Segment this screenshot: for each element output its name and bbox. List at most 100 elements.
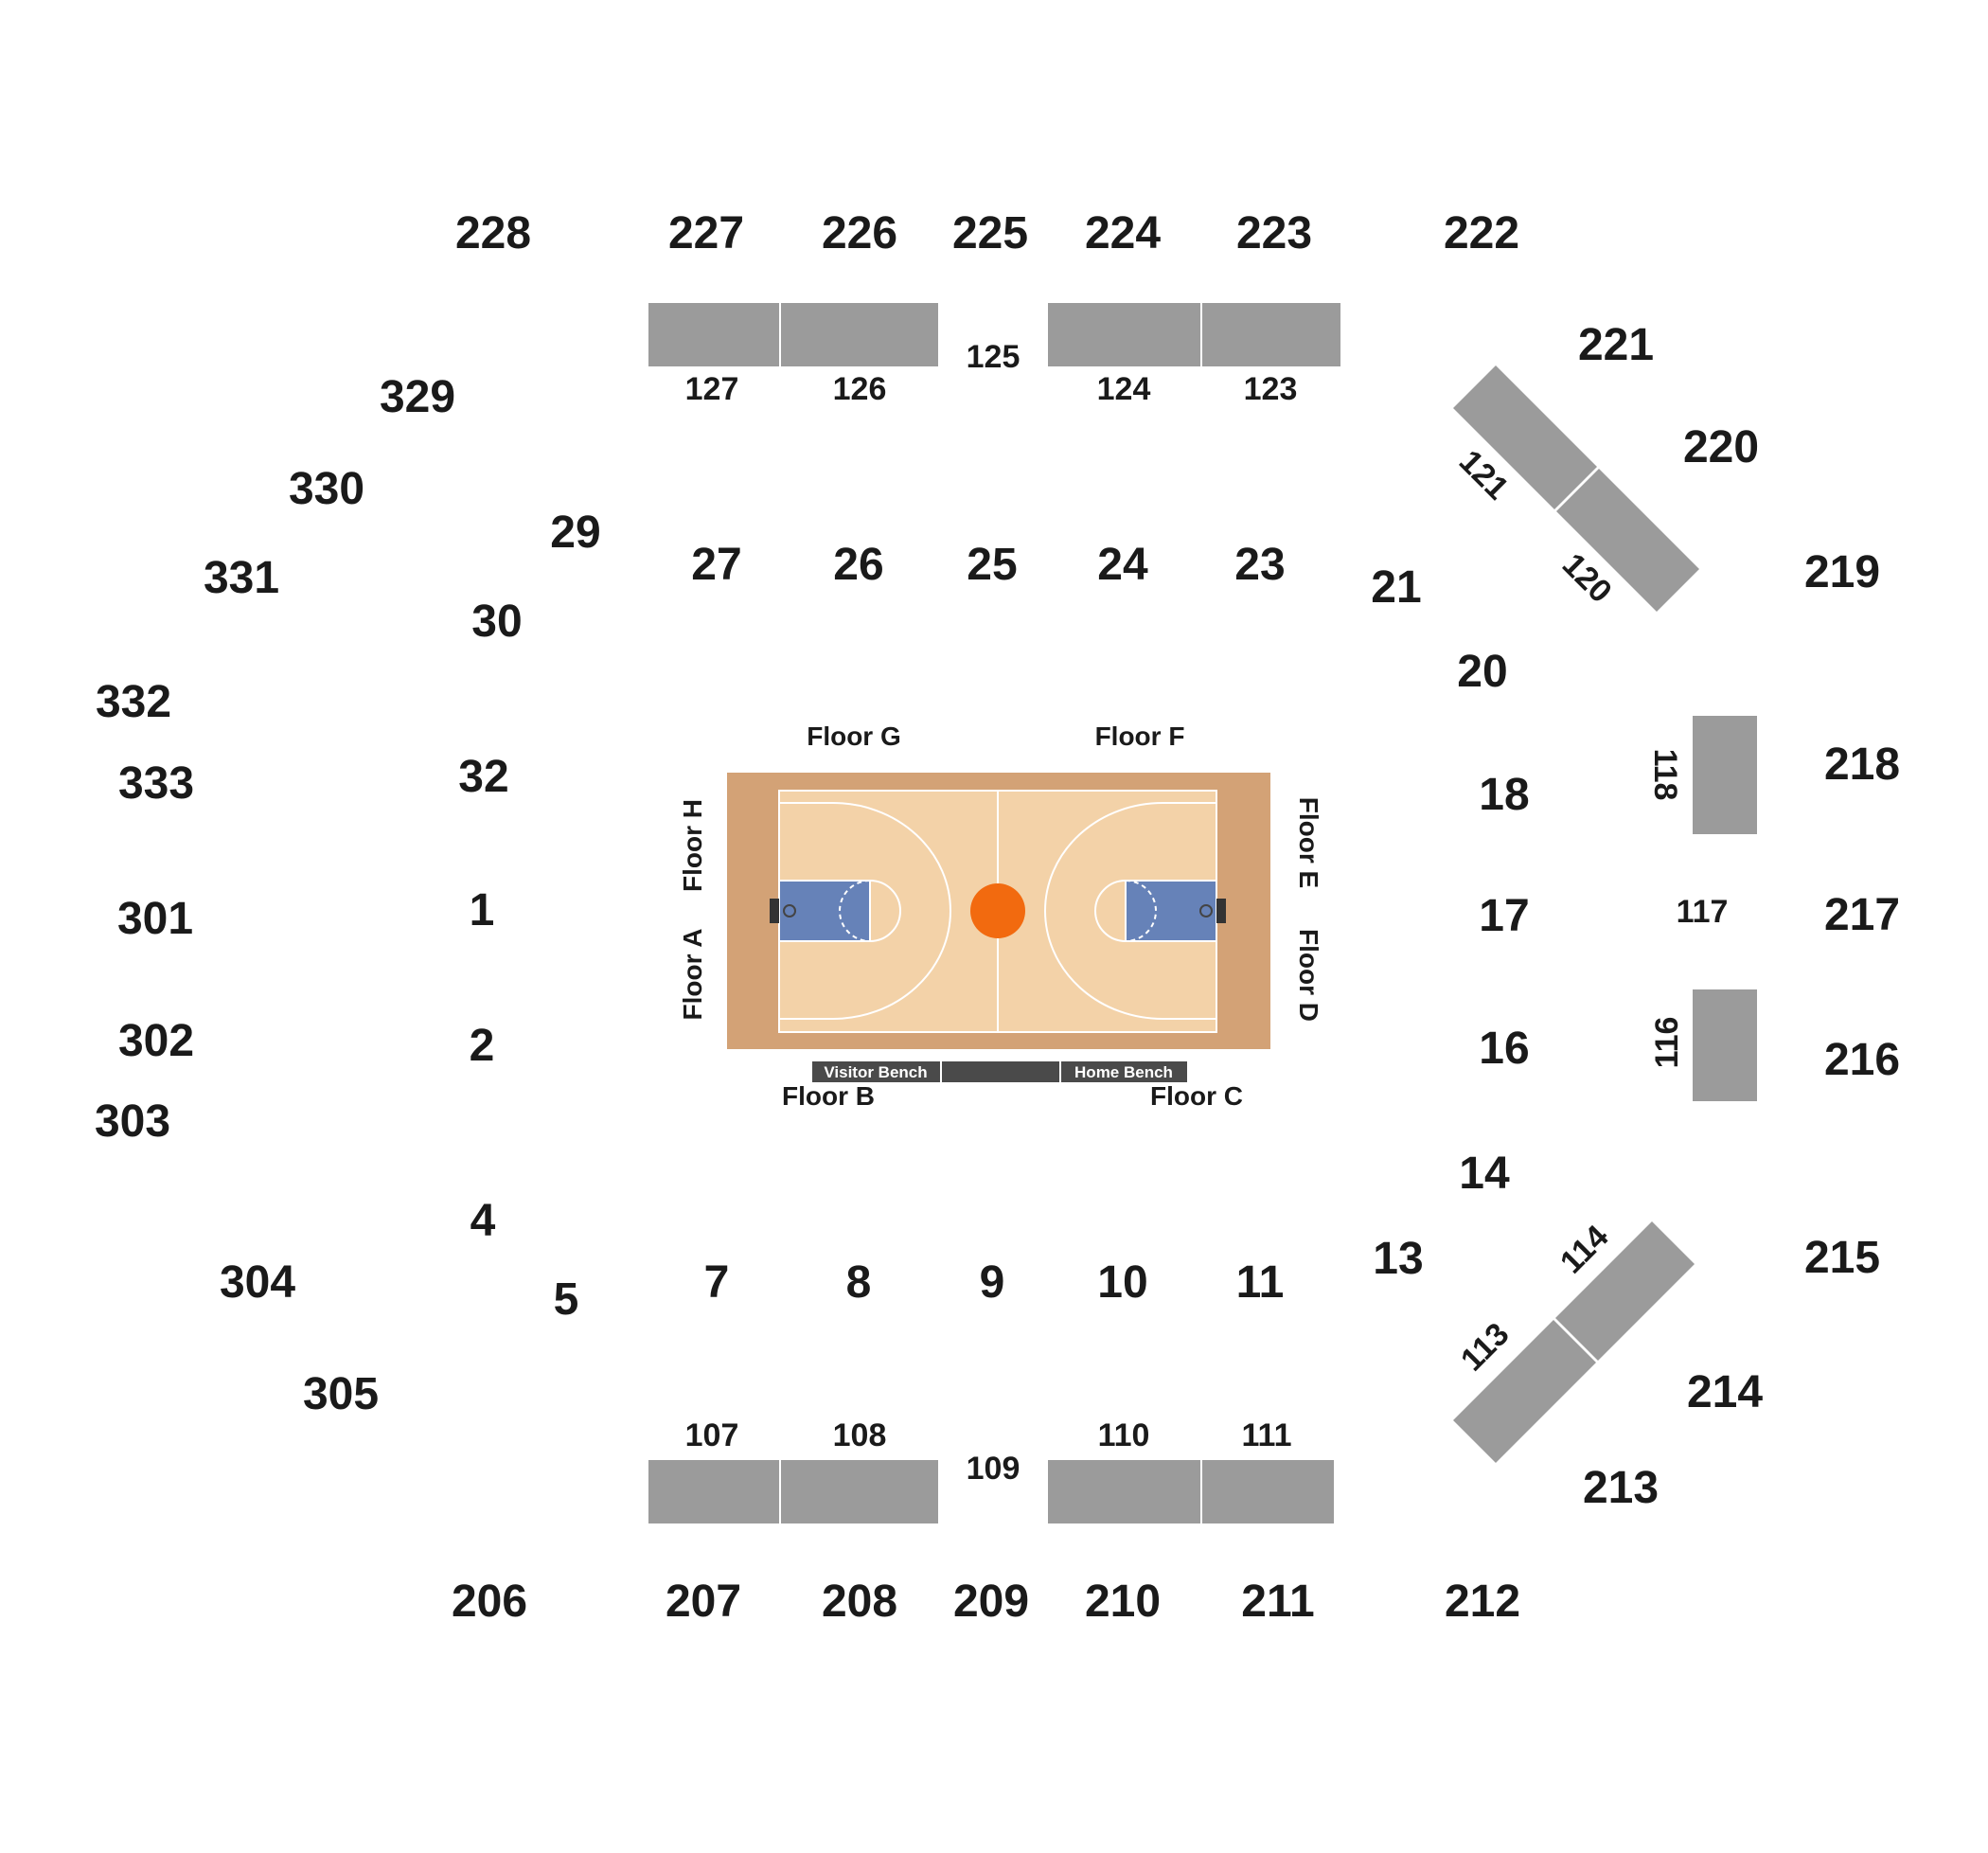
section-332[interactable]: 332	[96, 677, 171, 727]
section-11[interactable]: 11	[1236, 1257, 1285, 1308]
section-213[interactable]: 213	[1583, 1463, 1659, 1513]
section-218[interactable]: 218	[1824, 739, 1900, 790]
section-224[interactable]: 224	[1085, 208, 1161, 258]
section-123[interactable]: 123	[1244, 371, 1298, 407]
section-228[interactable]: 228	[455, 208, 531, 258]
section-215[interactable]: 215	[1804, 1233, 1880, 1283]
section-17[interactable]: 17	[1479, 891, 1529, 941]
section-24[interactable]: 24	[1097, 540, 1148, 590]
floor-h-label[interactable]: Floor H	[678, 799, 707, 892]
section-331[interactable]: 331	[204, 553, 279, 603]
block-123[interactable]	[1202, 303, 1340, 366]
section-25[interactable]: 25	[967, 540, 1017, 590]
block-114[interactable]	[1555, 1221, 1695, 1361]
floor-f-label[interactable]: Floor F	[1095, 722, 1185, 751]
section-226[interactable]: 226	[822, 208, 897, 258]
section-20[interactable]: 20	[1457, 647, 1507, 697]
block-118[interactable]	[1693, 716, 1757, 834]
floor-e-label[interactable]: Floor E	[1294, 797, 1323, 888]
section-211[interactable]: 211	[1241, 1577, 1314, 1627]
section-27[interactable]: 27	[691, 540, 741, 590]
section-14[interactable]: 14	[1459, 1149, 1510, 1199]
block-108[interactable]	[781, 1460, 938, 1523]
section-220[interactable]: 220	[1683, 422, 1759, 472]
section-117[interactable]: 117	[1677, 894, 1729, 930]
section-225[interactable]: 225	[952, 208, 1028, 258]
section-21[interactable]: 21	[1371, 562, 1421, 613]
section-1[interactable]: 1	[470, 885, 495, 935]
paint-right	[1125, 880, 1217, 942]
section-32[interactable]: 32	[458, 752, 508, 802]
section-18[interactable]: 18	[1479, 770, 1529, 820]
block-120[interactable]	[1556, 469, 1699, 612]
section-111[interactable]: 111	[1242, 1417, 1292, 1453]
block-124[interactable]	[1048, 303, 1200, 366]
section-216[interactable]: 216	[1824, 1035, 1900, 1085]
section-329[interactable]: 329	[380, 372, 455, 422]
section-7[interactable]: 7	[704, 1257, 730, 1308]
benches: Visitor Bench Home Bench	[812, 1061, 1187, 1082]
section-303[interactable]: 303	[95, 1096, 170, 1147]
section-126[interactable]: 126	[833, 371, 887, 407]
block-121[interactable]	[1453, 365, 1597, 509]
section-5[interactable]: 5	[554, 1274, 579, 1325]
floor-g-label[interactable]: Floor G	[807, 722, 901, 751]
section-222[interactable]: 222	[1444, 208, 1519, 258]
section-10[interactable]: 10	[1097, 1257, 1147, 1308]
floor-c-label[interactable]: Floor C	[1150, 1081, 1243, 1111]
upper-sections: 228 227 226 225 224 223 222 221 220 219 …	[95, 208, 1900, 1627]
section-118[interactable]: 118	[1647, 749, 1683, 801]
visitor-bench-label: Visitor Bench	[824, 1063, 927, 1081]
block-113[interactable]	[1453, 1320, 1596, 1463]
block-111[interactable]	[1202, 1460, 1334, 1523]
floor-b-label[interactable]: Floor B	[782, 1081, 875, 1111]
block-116[interactable]	[1693, 989, 1757, 1101]
section-30[interactable]: 30	[471, 597, 522, 647]
section-301[interactable]: 301	[117, 894, 193, 944]
section-221[interactable]: 221	[1578, 320, 1654, 370]
section-302[interactable]: 302	[118, 1016, 194, 1066]
three-point-line-right	[1044, 802, 1216, 1020]
section-333[interactable]: 333	[118, 758, 194, 809]
hoop-right-icon	[1199, 904, 1213, 918]
section-227[interactable]: 227	[668, 208, 744, 258]
section-13[interactable]: 13	[1373, 1234, 1423, 1284]
section-108[interactable]: 108	[833, 1417, 887, 1453]
section-304[interactable]: 304	[220, 1257, 295, 1308]
section-127[interactable]: 127	[685, 371, 739, 407]
section-16[interactable]: 16	[1479, 1024, 1529, 1074]
floor-a-label[interactable]: Floor A	[678, 929, 707, 1021]
section-219[interactable]: 219	[1804, 547, 1880, 597]
section-330[interactable]: 330	[289, 464, 364, 514]
section-4[interactable]: 4	[470, 1196, 496, 1246]
section-207[interactable]: 207	[666, 1577, 741, 1627]
section-116[interactable]: 116	[1649, 1017, 1685, 1069]
section-209[interactable]: 209	[953, 1577, 1029, 1627]
section-107[interactable]: 107	[685, 1417, 739, 1453]
section-2[interactable]: 2	[470, 1021, 495, 1071]
section-217[interactable]: 217	[1824, 890, 1900, 940]
floor-d-label[interactable]: Floor D	[1294, 929, 1323, 1022]
section-23[interactable]: 23	[1234, 540, 1285, 590]
section-29[interactable]: 29	[550, 508, 600, 558]
section-212[interactable]: 212	[1445, 1577, 1520, 1627]
block-110[interactable]	[1048, 1460, 1200, 1523]
section-223[interactable]: 223	[1236, 208, 1312, 258]
section-210[interactable]: 210	[1085, 1577, 1161, 1627]
block-107[interactable]	[648, 1460, 779, 1523]
section-214[interactable]: 214	[1687, 1367, 1763, 1417]
section-109[interactable]: 109	[967, 1451, 1021, 1487]
section-124[interactable]: 124	[1097, 371, 1151, 407]
section-8[interactable]: 8	[846, 1257, 872, 1308]
section-110[interactable]: 110	[1098, 1417, 1150, 1453]
section-125[interactable]: 125	[967, 339, 1021, 375]
section-206[interactable]: 206	[452, 1577, 527, 1627]
section-208[interactable]: 208	[822, 1577, 897, 1627]
block-126[interactable]	[781, 303, 938, 366]
section-9[interactable]: 9	[980, 1257, 1005, 1308]
section-26[interactable]: 26	[833, 540, 883, 590]
block-127[interactable]	[648, 303, 779, 366]
seating-blocks	[648, 303, 1757, 1523]
section-305[interactable]: 305	[303, 1369, 379, 1419]
